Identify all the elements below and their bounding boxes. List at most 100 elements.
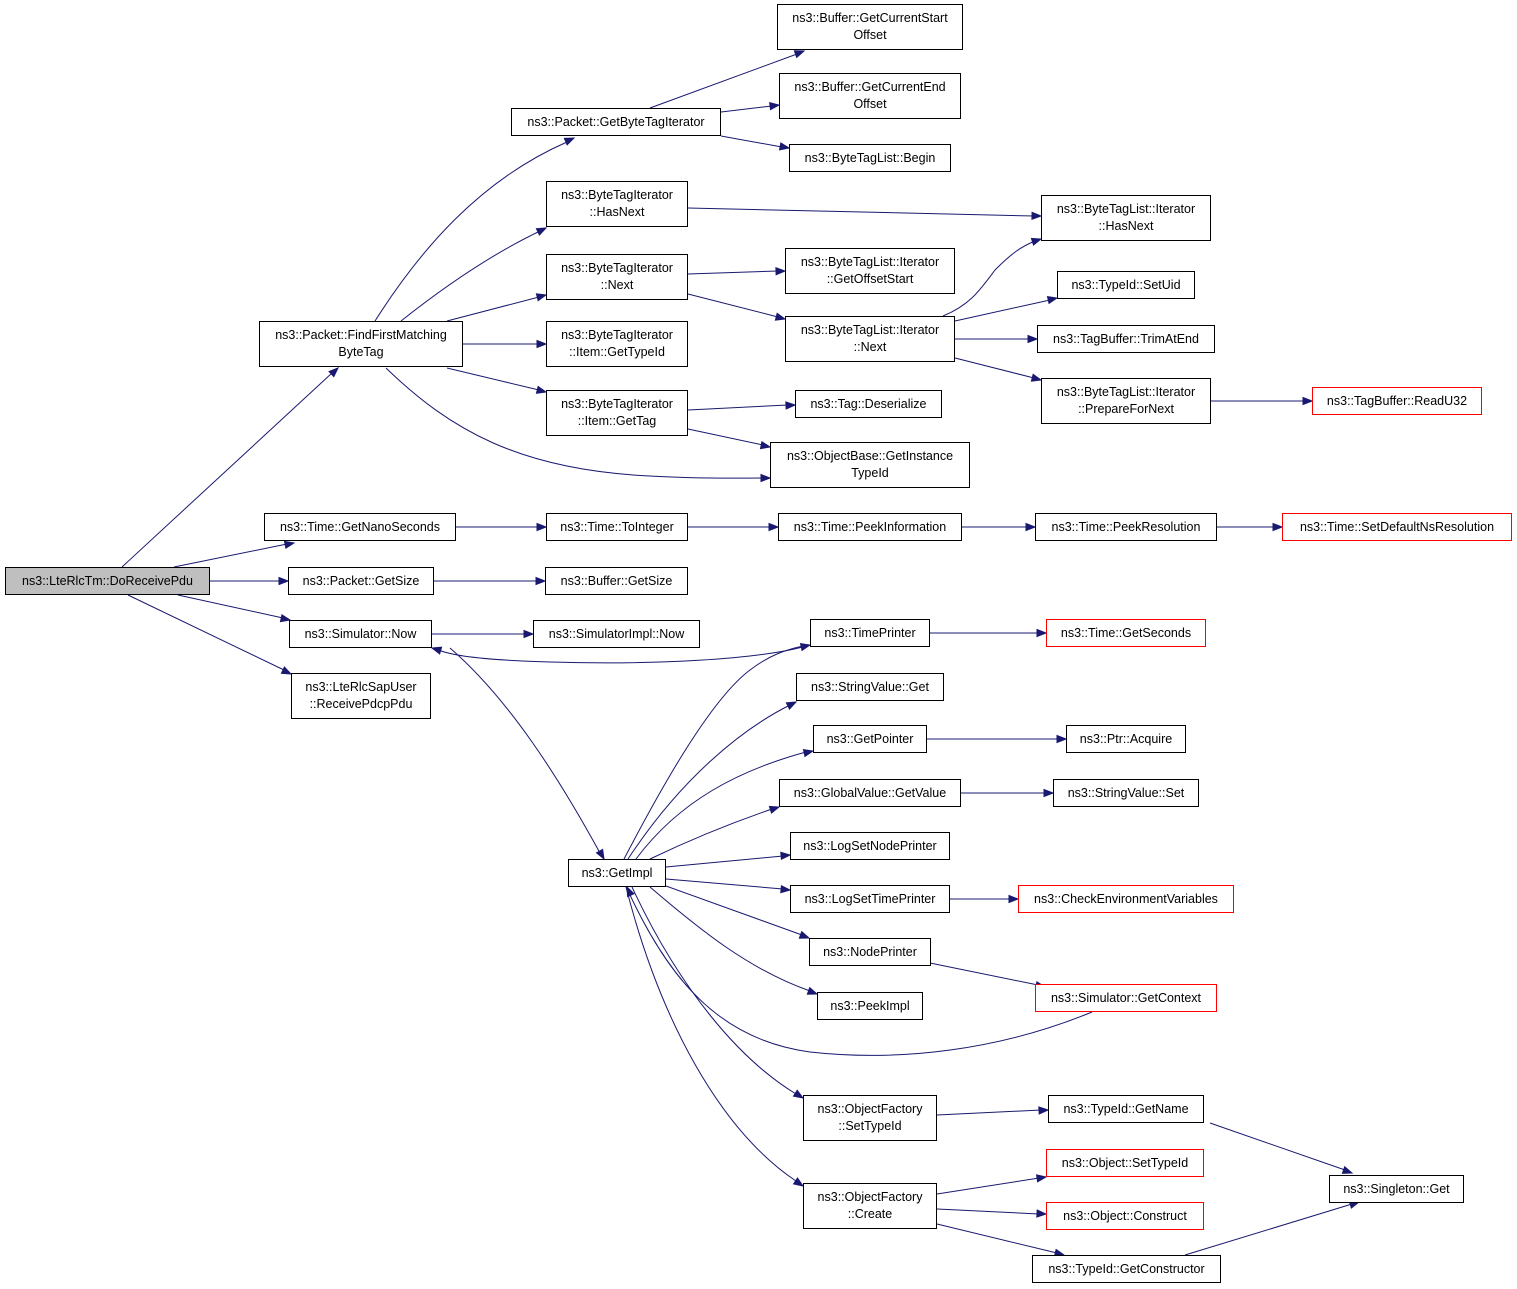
node-btli-preparefornext[interactable]: ns3::ByteTagList::Iterator::PrepareForNe… xyxy=(1041,378,1211,424)
node-buffer-getsize[interactable]: ns3::Buffer::GetSize xyxy=(545,567,688,595)
arrowhead-icon xyxy=(328,367,340,378)
edge-line xyxy=(687,270,779,275)
node-bti-item-gettag[interactable]: ns3::ByteTagIterator::Item::GetTag xyxy=(546,390,688,436)
arrowhead-icon xyxy=(280,666,293,675)
node-nodeprinter[interactable]: ns3::NodePrinter xyxy=(809,938,931,966)
node-checkenvvars[interactable]: ns3::CheckEnvironmentVariables xyxy=(1018,885,1234,913)
edge-findfirstmatching-to-getinstancetypeid xyxy=(385,367,772,483)
node-btli-getoffsetstart[interactable]: ns3::ByteTagList::Iterator::GetOffsetSta… xyxy=(785,248,955,294)
node-stringvalue-get[interactable]: ns3::StringValue::Get xyxy=(796,673,944,701)
node-singleton-get[interactable]: ns3::Singleton::Get xyxy=(1329,1175,1464,1203)
node-time-getseconds[interactable]: ns3::Time::GetSeconds xyxy=(1046,619,1206,647)
node-bti-next[interactable]: ns3::ByteTagIterator::Next xyxy=(546,254,688,300)
node-ptr-acquire[interactable]: ns3::Ptr::Acquire xyxy=(1066,725,1186,753)
arrowhead-icon xyxy=(535,385,548,394)
node-typeid-getconstructor[interactable]: ns3::TypeId::GetConstructor xyxy=(1032,1255,1221,1283)
node-time-setdefaultnsresolution[interactable]: ns3::Time::SetDefaultNsResolution xyxy=(1282,513,1512,541)
node-bti-item-gettypeid[interactable]: ns3::ByteTagIterator::Item::GetTypeId xyxy=(546,321,688,367)
edge-getimpl-to-timeprinter xyxy=(623,642,812,860)
node-getimpl[interactable]: ns3::GetImpl xyxy=(568,859,666,887)
edge-line xyxy=(629,894,1093,1056)
node-label-line: ns3::Object::Construct xyxy=(1063,1208,1187,1223)
node-of-settypeid[interactable]: ns3::ObjectFactory::SetTypeId xyxy=(803,1095,937,1141)
node-getpointer[interactable]: ns3::GetPointer xyxy=(813,725,927,753)
edge-sim_getcontext-to-getimpl xyxy=(626,885,1093,1056)
edge-line xyxy=(649,808,773,860)
edge-timeprinter-to-sim_now xyxy=(430,644,811,664)
node-doreceivepdu[interactable]: ns3::LteRlcTm::DoReceivePdu xyxy=(5,567,210,595)
edge-bti_next-to-btli_next xyxy=(687,293,787,321)
edge-getimpl-to-globalvalue_getvalue xyxy=(649,805,781,860)
edge-line xyxy=(936,1177,1040,1195)
node-label-line: ns3::Simulator::Now xyxy=(304,626,417,641)
node-logsettimeprinter[interactable]: ns3::LogSetTimePrinter xyxy=(790,885,950,913)
edge-getimpl-to-getpointer xyxy=(635,748,815,860)
node-logsetnodeprinter[interactable]: ns3::LogSetNodePrinter xyxy=(790,832,950,860)
node-peekimpl[interactable]: ns3::PeekImpl xyxy=(817,992,923,1020)
node-label-line: ns3::LteRlcSapUser xyxy=(305,680,417,694)
edge-doreceivepdu-to-getnanoseconds xyxy=(173,540,296,568)
node-label-line: ns3::StringValue::Set xyxy=(1067,785,1185,800)
node-receivepdcppdu[interactable]: ns3::LteRlcSapUser::ReceivePdcpPdu xyxy=(291,673,431,719)
arrowhead-icon xyxy=(785,401,797,410)
node-getnanoseconds[interactable]: ns3::Time::GetNanoSeconds xyxy=(264,513,456,541)
node-label-line: ::Next xyxy=(853,340,887,354)
node-time-peekinformation[interactable]: ns3::Time::PeekInformation xyxy=(778,513,962,541)
edge-time_peekinformation-to-time_peekresolution xyxy=(962,522,1037,532)
edge-bti_item_gettag-to-getinstancetypeid xyxy=(687,428,772,450)
node-label-line: ns3::ByteTagList::Iterator xyxy=(1056,202,1196,216)
node-stringvalue-set[interactable]: ns3::StringValue::Set xyxy=(1053,779,1199,807)
node-label-line: ns3::GetImpl xyxy=(581,865,653,880)
edge-line xyxy=(631,886,797,1095)
node-tagbuffer-readu32[interactable]: ns3::TagBuffer::ReadU32 xyxy=(1312,387,1482,415)
node-label-line: TypeId xyxy=(851,466,889,480)
node-label-line: ns3::StringValue::Get xyxy=(811,679,929,694)
node-tag-deserialize[interactable]: ns3::Tag::Deserialize xyxy=(795,390,942,418)
node-bti-hasnext[interactable]: ns3::ByteTagIterator::HasNext xyxy=(546,181,688,227)
node-label-line: ns3::Tag::Deserialize xyxy=(810,396,927,411)
edge-line xyxy=(374,141,568,322)
edge-line xyxy=(665,885,803,936)
node-btli-next[interactable]: ns3::ByteTagList::Iterator::Next xyxy=(785,316,955,362)
node-getbytetagiterator[interactable]: ns3::Packet::GetByteTagIterator xyxy=(511,108,721,136)
node-time-tointeger[interactable]: ns3::Time::ToInteger xyxy=(546,513,688,541)
node-typeid-setuid[interactable]: ns3::TypeId::SetUid xyxy=(1057,271,1195,299)
edge-of_create-to-object_settypeid xyxy=(936,1174,1048,1195)
node-globalvalue-getvalue[interactable]: ns3::GlobalValue::GetValue xyxy=(779,779,961,807)
node-packet-getsize[interactable]: ns3::Packet::GetSize xyxy=(288,567,434,595)
arrowhead-icon xyxy=(1043,788,1055,798)
node-label-line: ::ReceivePdcpPdu xyxy=(309,697,413,711)
node-sim-getcontext[interactable]: ns3::Simulator::GetContext xyxy=(1035,984,1217,1012)
node-label-line: ns3::Singleton::Get xyxy=(1343,1181,1450,1196)
node-label-line: ns3::Time::PeekInformation xyxy=(793,519,947,534)
edge-getimpl-to-stringvalue_get xyxy=(627,701,798,860)
node-label-line: ns3::ObjectFactory xyxy=(817,1190,923,1204)
node-label-line: ns3::NodePrinter xyxy=(823,944,917,959)
node-simimpl-now[interactable]: ns3::SimulatorImpl::Now xyxy=(533,620,700,648)
node-time-peekresolution[interactable]: ns3::Time::PeekResolution xyxy=(1035,513,1217,541)
edge-timeprinter-to-time_getseconds xyxy=(930,628,1048,638)
edge-line xyxy=(936,1223,1058,1254)
edge-findfirstmatching-to-getbytetagiterator xyxy=(374,137,576,322)
node-label-line: ::SetTypeId xyxy=(838,1119,902,1133)
node-label-line: ns3::SimulatorImpl::Now xyxy=(548,626,685,641)
arrowhead-icon xyxy=(430,646,443,655)
node-object-construct[interactable]: ns3::Object::Construct xyxy=(1046,1202,1204,1230)
node-btli-hasnext[interactable]: ns3::ByteTagList::Iterator::HasNext xyxy=(1041,195,1211,241)
node-tagbuffer-trimatend[interactable]: ns3::TagBuffer::TrimAtEnd xyxy=(1037,325,1215,353)
edge-of_create-to-typeid_getconstructor xyxy=(936,1223,1066,1257)
node-typeid-getname[interactable]: ns3::TypeId::GetName xyxy=(1048,1095,1204,1123)
node-sim-now[interactable]: ns3::Simulator::Now xyxy=(289,620,432,648)
node-label-line: Offset xyxy=(853,97,887,111)
edge-getbytetagiterator-to-buf_getcurrentstart xyxy=(649,50,806,109)
node-of-create[interactable]: ns3::ObjectFactory::Create xyxy=(803,1183,937,1229)
node-object-settypeid[interactable]: ns3::Object::SetTypeId xyxy=(1046,1149,1204,1177)
node-timeprinter[interactable]: ns3::TimePrinter xyxy=(810,619,930,647)
node-btl-begin[interactable]: ns3::ByteTagList::Begin xyxy=(789,144,951,172)
edge-line xyxy=(1184,1203,1353,1256)
